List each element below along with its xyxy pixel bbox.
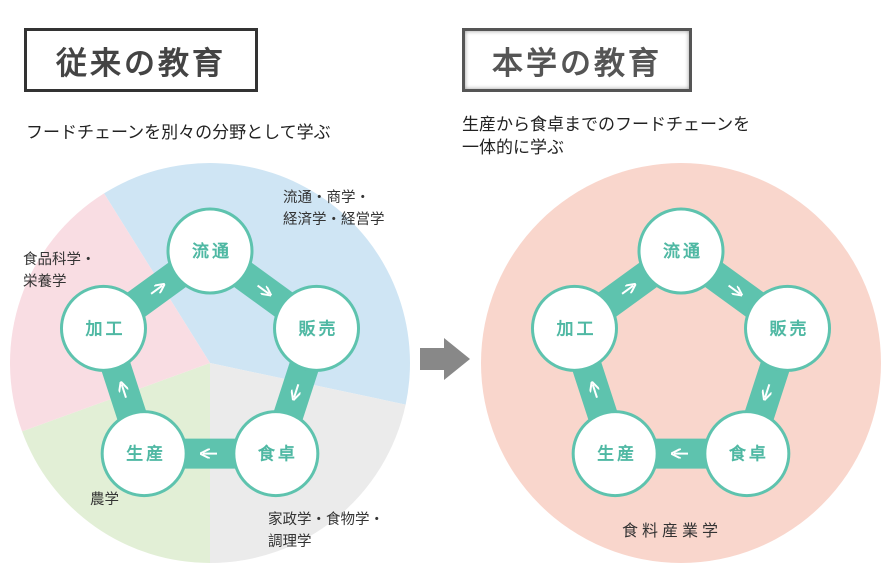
cycle-node-label: 生産 xyxy=(126,444,166,465)
cycle-node xyxy=(232,410,320,498)
label-food-science-fields: 食品科学・ 栄養学 xyxy=(23,252,96,290)
cycle-node-label: 流通 xyxy=(663,241,703,262)
right-arrow-icon xyxy=(420,338,470,380)
cycle-node xyxy=(530,284,618,372)
cycle-node-label: 販売 xyxy=(299,318,339,339)
traditional-education-title: 従来の教育 xyxy=(24,28,258,92)
cycle-node xyxy=(703,410,791,498)
left-subtitle: フードチェーンを別々の分野として学ぶ xyxy=(26,123,331,143)
cycle-node-label: 流通 xyxy=(192,241,232,262)
right-subtitle-line1: 生産から食卓までのフードチェーンを xyxy=(462,115,751,135)
cycle-node-label: 加工 xyxy=(555,319,596,339)
cycle-arrow-icon xyxy=(294,384,298,397)
label-agriculture: 農学 xyxy=(90,492,119,508)
cycle-node xyxy=(59,284,147,372)
cycle-node-label: 食卓 xyxy=(729,444,769,465)
cycle-arrow-icon xyxy=(257,284,269,294)
label-food-industry-studies: 食料産業学 xyxy=(622,521,723,540)
cycle-arrow-icon xyxy=(621,286,633,295)
university-education-title: 本学の教育 xyxy=(462,28,692,92)
label-home-economics-fields: 家政学・食物学・ 調理学 xyxy=(268,512,384,550)
cycle-node xyxy=(166,207,254,295)
cycle-node xyxy=(637,207,725,295)
cycle-node xyxy=(273,284,361,372)
cycle-arrow-icon xyxy=(728,284,740,294)
cycle-node-label: 生産 xyxy=(597,444,637,465)
cycle-arrow-icon xyxy=(122,384,126,398)
cycle-node xyxy=(100,410,188,498)
cycle-node xyxy=(744,284,832,372)
cycle-node-label: 食卓 xyxy=(258,444,298,465)
cycle-node xyxy=(571,410,659,498)
label-distribution-fields: 流通・商学・ 経済学・経営学 xyxy=(283,190,385,228)
cycle-arrow-icon xyxy=(150,286,162,295)
cycle-node-label: 加工 xyxy=(84,319,125,339)
cycle-node-label: 販売 xyxy=(770,318,810,339)
cycle-arrow-icon xyxy=(765,384,769,397)
cycle-arrow-icon xyxy=(593,384,597,398)
right-subtitle-line2: 一体的に学ぶ xyxy=(462,138,564,158)
